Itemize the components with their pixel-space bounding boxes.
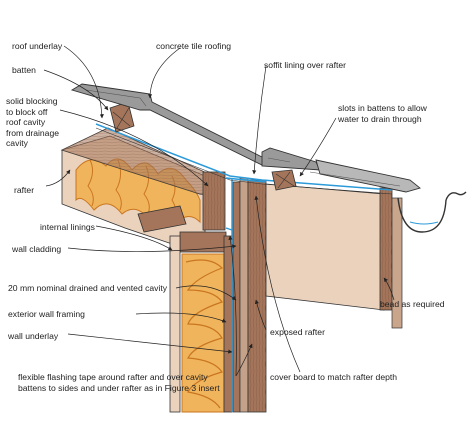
label-soffit-lining: soffit lining over rafter <box>264 60 346 70</box>
leader-roof-underlay <box>63 45 104 119</box>
leader-soffit-lining <box>252 65 267 175</box>
wall-framing <box>223 235 233 413</box>
wall-cladding <box>239 177 249 413</box>
leader-bead <box>383 277 395 301</box>
leader-cavity <box>175 285 237 301</box>
leader-solid-blocking <box>59 109 209 187</box>
roof-underlay <box>95 123 393 191</box>
label-cover-board: cover board to match rafter depth <box>270 372 398 382</box>
leader-slots <box>299 117 337 177</box>
leader-wall-underlay <box>67 333 233 354</box>
label-rafter: rafter <box>14 185 35 195</box>
wall-insulation <box>181 253 225 413</box>
label-internal-linings: internal linings <box>40 222 95 232</box>
leader-cover-board <box>254 195 301 373</box>
leader-wall-cladding <box>67 244 237 252</box>
rafter-block <box>137 205 187 233</box>
soffit-lining <box>265 183 385 311</box>
label-slots-in-battens: slots in battens to allow water to drain… <box>338 103 427 124</box>
label-concrete-tile-roofing: concrete tile roofing <box>156 41 231 51</box>
leader-batten <box>43 69 109 111</box>
leader-concrete-tile <box>147 47 181 99</box>
leader-cavity-lower <box>235 343 253 377</box>
label-wall-cladding: wall cladding <box>12 244 62 254</box>
label-solid-blocking: solid blocking to block off roof cavity … <box>6 96 60 148</box>
leader-wall-framing <box>135 312 227 323</box>
label-wall-underlay: wall underlay <box>8 331 59 341</box>
label-bead: bead as required <box>380 299 445 309</box>
leader-exposed-rafter <box>254 299 267 331</box>
label-roof-underlay: roof underlay <box>12 41 63 51</box>
cavity-batten <box>232 181 241 413</box>
leader-flashing <box>228 235 237 377</box>
internal-lining <box>169 235 181 413</box>
label-exterior-wall-framing: exterior wall framing <box>8 309 85 319</box>
label-exposed-rafter: exposed rafter <box>270 327 325 337</box>
leader-rafter <box>45 169 71 187</box>
gutter <box>397 197 447 233</box>
leader-internal-linings <box>95 225 173 251</box>
label-flashing-tape: flexible flashing tape around rafter and… <box>18 372 220 393</box>
label-batten: batten <box>12 65 36 75</box>
label-drained-cavity: 20 mm nominal drained and vented cavity <box>8 283 168 293</box>
